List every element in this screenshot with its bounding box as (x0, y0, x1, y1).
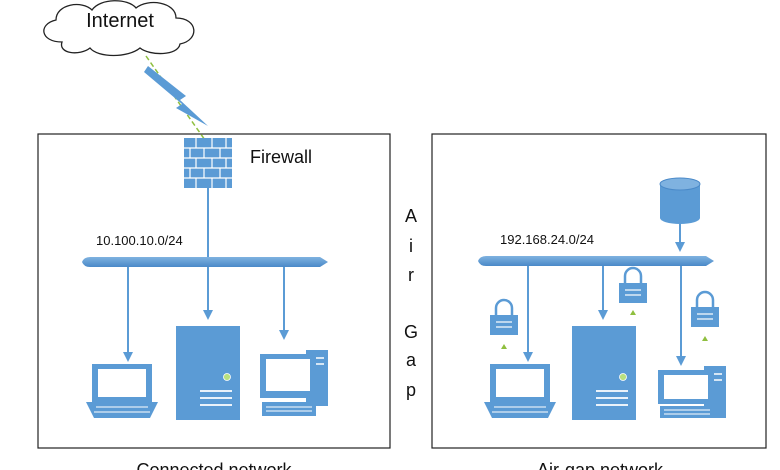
laptop-icon (86, 364, 158, 418)
internet-label: Internet (86, 10, 154, 32)
lightning-bolt-icon (144, 66, 208, 126)
cloud-icon (43, 0, 195, 57)
air-gap-letter: r (408, 265, 414, 285)
airgap-subnet-label: 192.168.24.0/24 (500, 232, 594, 247)
padlock-icon (490, 298, 518, 349)
server-icon (176, 326, 240, 420)
desktop-computer-icon (260, 350, 328, 416)
air-gap-letter: A (405, 206, 417, 226)
air-gap-letter: p (406, 380, 416, 400)
air-gap-letter: i (409, 236, 413, 256)
padlock-icon (619, 266, 647, 315)
database-icon (659, 177, 701, 224)
padlock-icon (691, 290, 719, 341)
air-gap-letter: a (406, 350, 417, 370)
airgap-network-bus (478, 256, 714, 266)
internet-link (145, 55, 213, 151)
connected-network-caption: Connected network (136, 460, 292, 470)
firewall-label: Firewall (250, 147, 312, 167)
firewall-brick-icon (184, 138, 232, 188)
server-icon (572, 326, 636, 420)
laptop-icon (484, 364, 556, 418)
air-gap-letter: G (404, 322, 418, 342)
connected-subnet-label: 10.100.10.0/24 (96, 233, 183, 248)
connected-network-bus (82, 257, 328, 267)
airgap-network-caption: Air-gap network (537, 460, 664, 470)
air-gap-label: A i r G a p (404, 206, 418, 400)
desktop-computer-icon (658, 366, 726, 418)
